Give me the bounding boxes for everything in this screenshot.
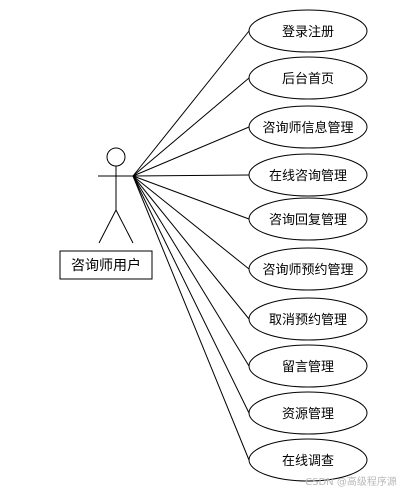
use-case-label: 在线调查 xyxy=(282,454,334,469)
use-case: 取消预约管理 xyxy=(248,297,368,341)
use-case-label: 咨询师信息管理 xyxy=(262,120,353,136)
association-line xyxy=(132,175,250,320)
use-case-label: 资源管理 xyxy=(282,407,334,422)
association-line xyxy=(132,30,250,177)
use-case: 资源管理 xyxy=(248,391,368,435)
actor-label-box: 咨询师用户 xyxy=(59,250,153,280)
association-line xyxy=(132,77,250,177)
use-case: 登录注册 xyxy=(248,9,368,53)
use-case-ellipse xyxy=(248,56,368,100)
actor-head xyxy=(106,147,126,167)
actor-label-frame xyxy=(59,250,153,280)
watermark-text: CSDN @高级程序源 xyxy=(305,475,397,488)
association-line xyxy=(132,175,250,270)
use-case: 后台首页 xyxy=(248,56,368,100)
association-line xyxy=(132,175,250,367)
use-case-ellipse xyxy=(248,197,368,241)
use-case-ellipse xyxy=(248,153,368,197)
use-case-ellipse xyxy=(248,247,368,291)
use-case-ellipse xyxy=(248,391,368,435)
association-line xyxy=(132,175,250,461)
use-case: 在线咨询管理 xyxy=(248,153,368,197)
use-case: 在线调查 xyxy=(248,438,368,482)
use-case-label: 后台首页 xyxy=(282,72,334,87)
actor-left-leg xyxy=(98,209,117,244)
use-case-label: 留言管理 xyxy=(282,360,334,375)
use-case: 咨询师预约管理 xyxy=(248,247,368,291)
use-case-label: 登录注册 xyxy=(282,25,334,40)
use-case-label: 在线咨询管理 xyxy=(269,169,347,184)
use-case-label: 咨询回复管理 xyxy=(269,213,347,228)
use-case-ellipse xyxy=(248,344,368,388)
association-line xyxy=(132,174,250,177)
use-case: 咨询回复管理 xyxy=(248,197,368,241)
use-case-ellipse xyxy=(248,105,368,149)
actor-right-leg xyxy=(115,209,134,244)
use-case-list: 登录注册后台首页咨询师信息管理在线咨询管理咨询回复管理咨询师预约管理取消预约管理… xyxy=(248,9,368,482)
use-case: 咨询师信息管理 xyxy=(248,105,368,149)
use-case-ellipse xyxy=(248,9,368,53)
association-lines xyxy=(132,30,250,461)
actor-label: 咨询师用户 xyxy=(71,257,141,274)
use-case-label: 咨询师预约管理 xyxy=(262,263,353,278)
actor-figure xyxy=(98,147,134,244)
use-case-ellipse xyxy=(248,438,368,482)
association-line xyxy=(132,126,250,177)
use-case: 留言管理 xyxy=(248,344,368,388)
association-line xyxy=(132,175,250,414)
use-case-label: 取消预约管理 xyxy=(269,313,347,328)
use-case-ellipse xyxy=(248,297,368,341)
association-line xyxy=(132,175,250,220)
